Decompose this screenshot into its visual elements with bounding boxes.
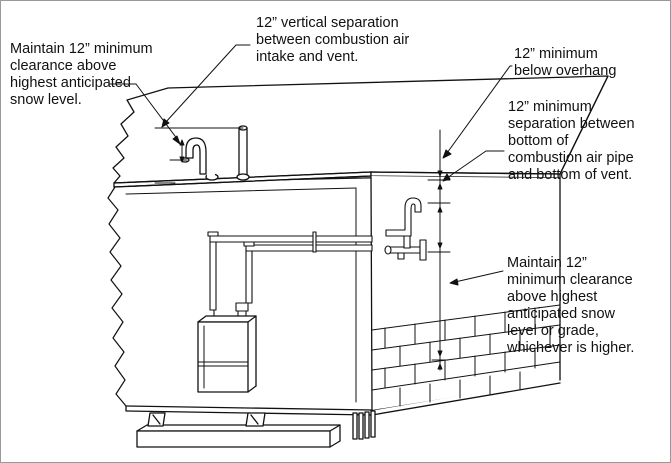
vertical-separation-note: 12” vertical separation between combusti… [256,15,410,65]
below-overhang-note: 12” minimum below overhang [514,46,617,79]
interior-piping [208,232,372,325]
callout-leaders [110,45,512,285]
wall-break-edge [108,187,126,406]
support-blocks [137,411,375,447]
snow-roof-clearance-note: Maintain 12” minimum clearance above hig… [10,41,153,108]
side-wall-terminations [385,198,426,260]
furnace [198,316,256,392]
roof-dimension-markers [155,128,243,183]
pipe-separation-note: 12” minimum separation between bottom of… [508,99,635,183]
brick-foundation [372,305,560,406]
snow-grade-clearance-note: Maintain 12” minimum clearance above hig… [507,255,635,356]
